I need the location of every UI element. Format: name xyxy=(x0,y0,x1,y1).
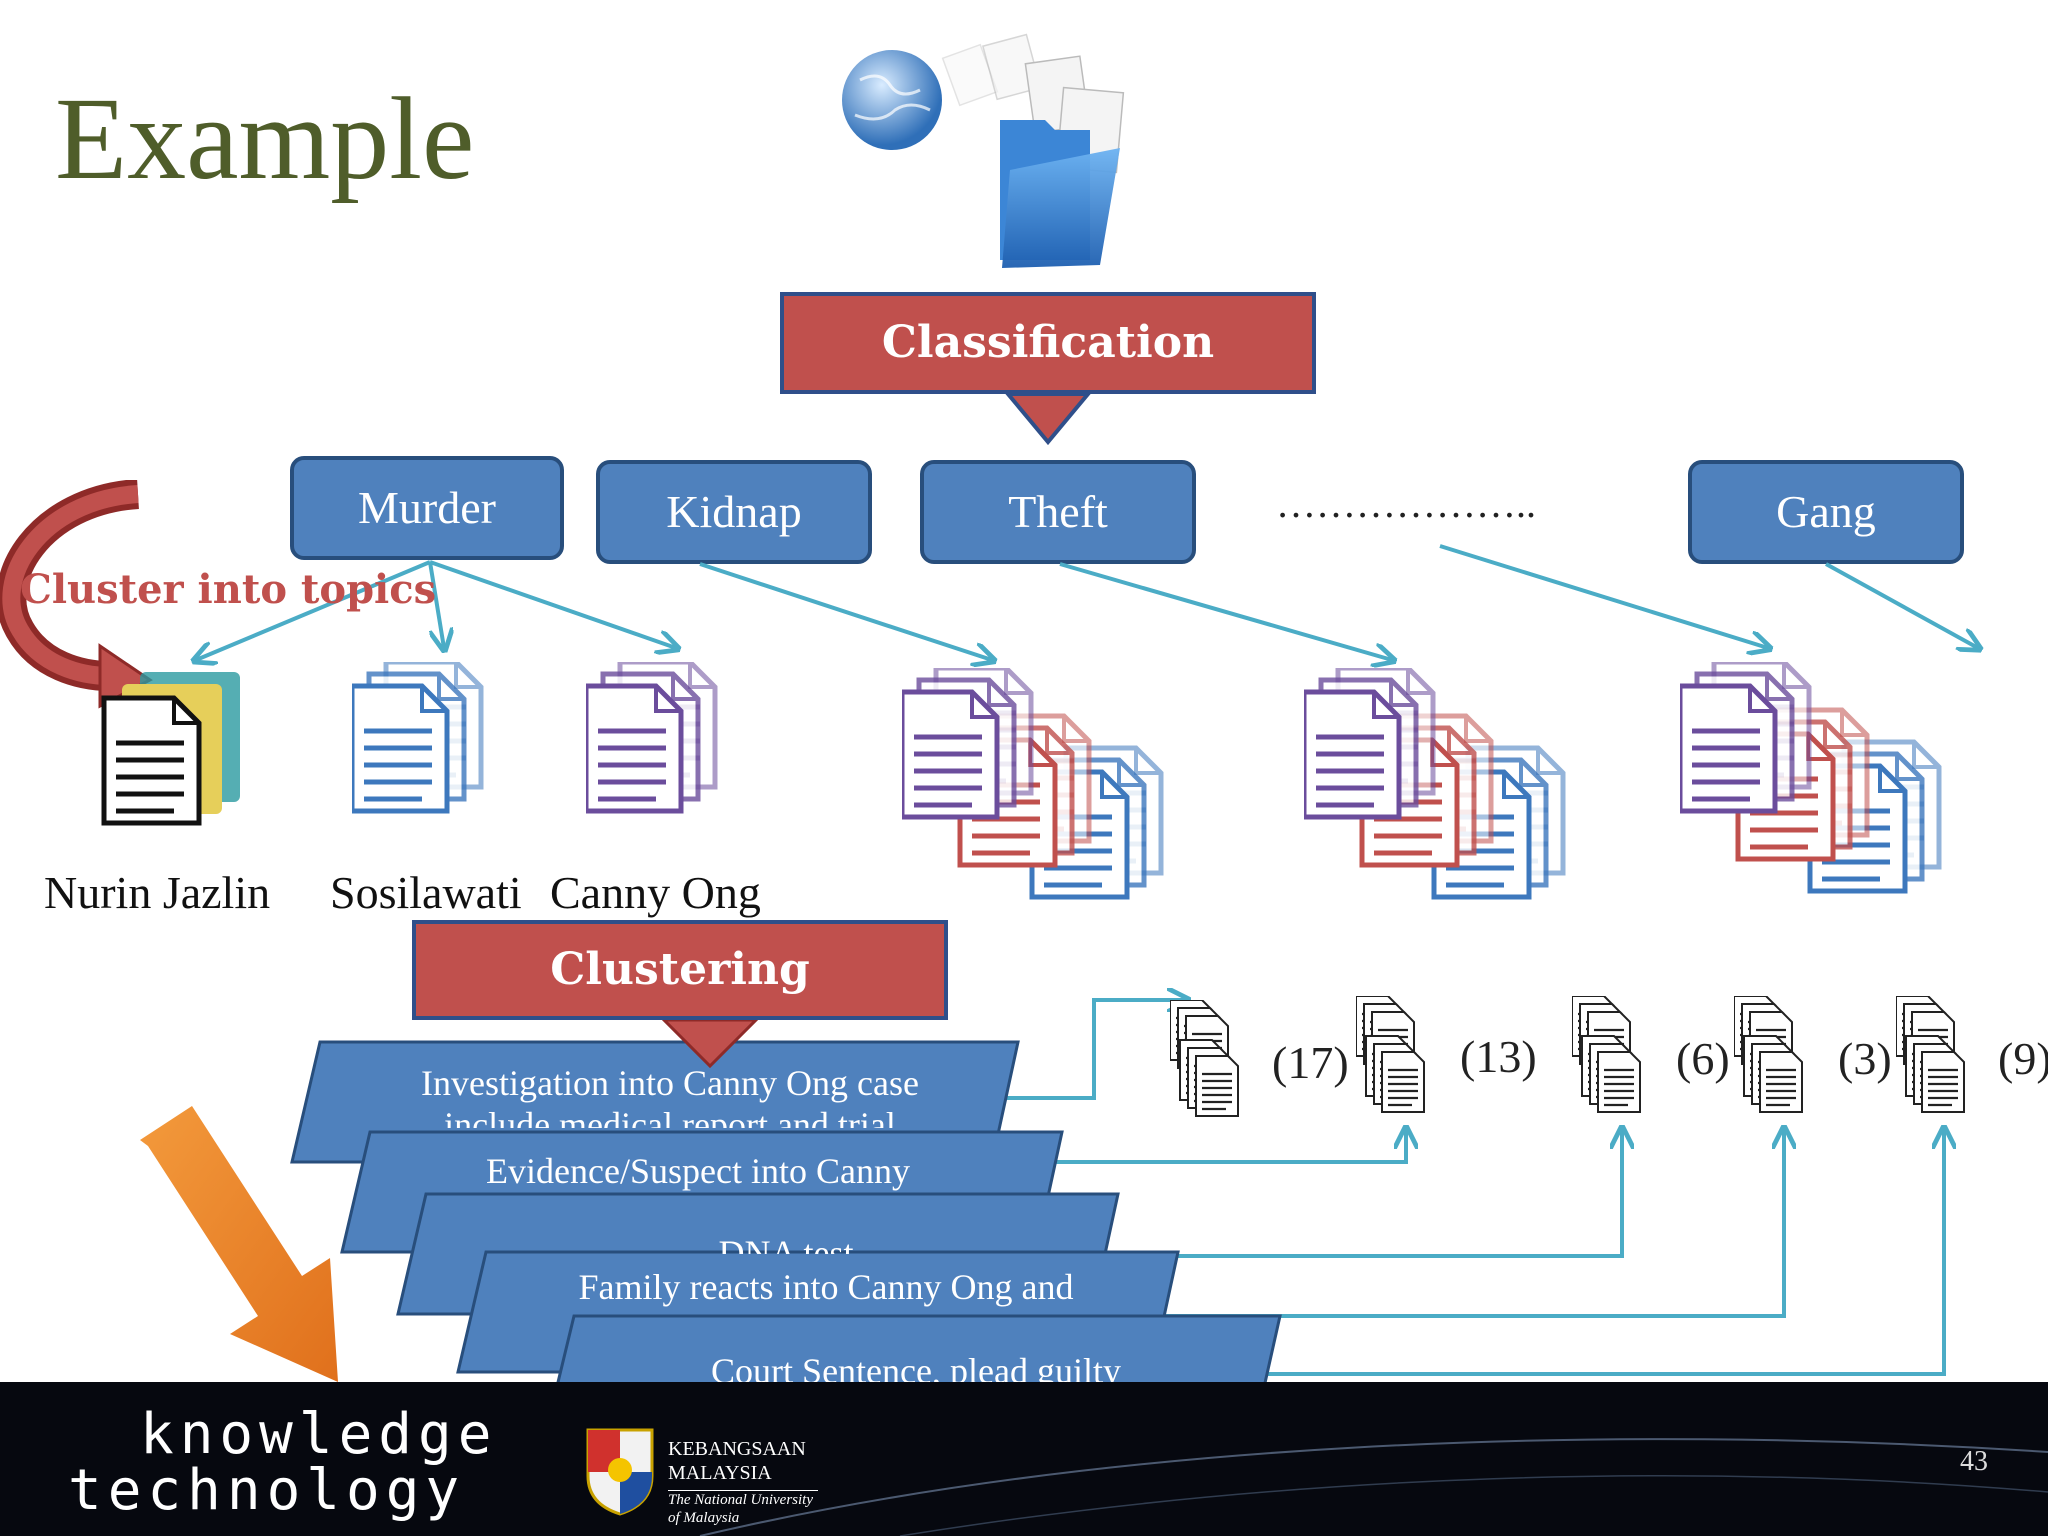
university-crest-icon xyxy=(586,1428,654,1516)
university-tagline-line1: The National University xyxy=(668,1492,813,1508)
university-tagline-line2: of Malaysia xyxy=(668,1510,740,1526)
event-count: (9) xyxy=(1998,1033,2048,1084)
document-stack-icon xyxy=(586,662,766,852)
classification-down-arrow xyxy=(1005,394,1091,446)
university-divider xyxy=(668,1490,818,1491)
event-text: Evidence/Suspect into Canny xyxy=(486,1151,910,1191)
event-text: Family reacts into Canny Ong and xyxy=(578,1267,1074,1307)
category-theft: Theft xyxy=(920,460,1196,564)
classification-box: Classification xyxy=(780,292,1316,394)
event-text: include medical report and trial xyxy=(444,1105,896,1128)
mini-document-stack-icon xyxy=(1170,1000,1260,1130)
slide-title: Example xyxy=(55,73,475,204)
document-stack-icon xyxy=(100,672,240,852)
event-text: Investigation into Canny Ong case xyxy=(421,1063,919,1103)
mini-document-stack-icon xyxy=(1572,996,1662,1126)
mini-document-stack-icon xyxy=(1896,996,1986,1126)
document-stack-icon xyxy=(352,662,532,852)
knowledge-technology-logo-line2: technology xyxy=(68,1458,466,1523)
event-count: (6) xyxy=(1676,1033,1730,1084)
curved-cluster-arrow xyxy=(0,480,153,709)
topic-label-nurin: Nurin Jazlin xyxy=(44,867,271,918)
topic-label-sosilawati: Sosilawati xyxy=(330,867,522,918)
clustering-box: Clustering xyxy=(412,920,948,1020)
globe-folder-icon xyxy=(842,33,1125,268)
more-categories-ellipsis: ……………….. xyxy=(1276,481,1536,526)
knowledge-technology-logo-line1: knowledge xyxy=(140,1402,498,1467)
event-text: DNA test xyxy=(718,1233,854,1254)
topic-label-canny-ong: Canny Ong xyxy=(550,867,761,918)
event-banner-investigation: Investigation into Canny Ong case includ… xyxy=(320,1058,1020,1128)
category-murder: Murder xyxy=(290,456,564,560)
events-arrow xyxy=(140,1106,338,1382)
event-banner-evidence: Evidence/Suspect into Canny xyxy=(348,1150,1048,1200)
category-gang: Gang xyxy=(1688,460,1964,564)
clustering-down-arrow xyxy=(661,1020,759,1069)
university-name-line1: KEBANGSAAN xyxy=(668,1438,806,1460)
document-cluster-icon xyxy=(902,668,1222,948)
university-name-line2: MALAYSIA xyxy=(668,1462,772,1484)
category-kidnap: Kidnap xyxy=(596,460,872,564)
footer-bar: knowledge technology KEBANGSAAN MALAYSIA… xyxy=(0,1382,2048,1536)
event-banner-family: Family reacts into Canny Ong and xyxy=(476,1266,1176,1316)
event-count: (17) xyxy=(1272,1037,1349,1088)
document-cluster-icon xyxy=(1304,668,1624,948)
footer-swoosh-decoration xyxy=(699,1438,2048,1536)
document-cluster-icon xyxy=(1680,662,2000,942)
event-count: (3) xyxy=(1838,1033,1892,1084)
cluster-into-topics-label: Cluster into topics xyxy=(20,566,437,613)
mini-document-stack-icon xyxy=(1734,996,1824,1126)
event-count: (13) xyxy=(1460,1031,1537,1082)
event-banner-dna: DNA test xyxy=(436,1232,1136,1254)
slide-page-number: 43 xyxy=(1960,1446,1988,1477)
mini-document-stack-icon xyxy=(1356,996,1446,1126)
